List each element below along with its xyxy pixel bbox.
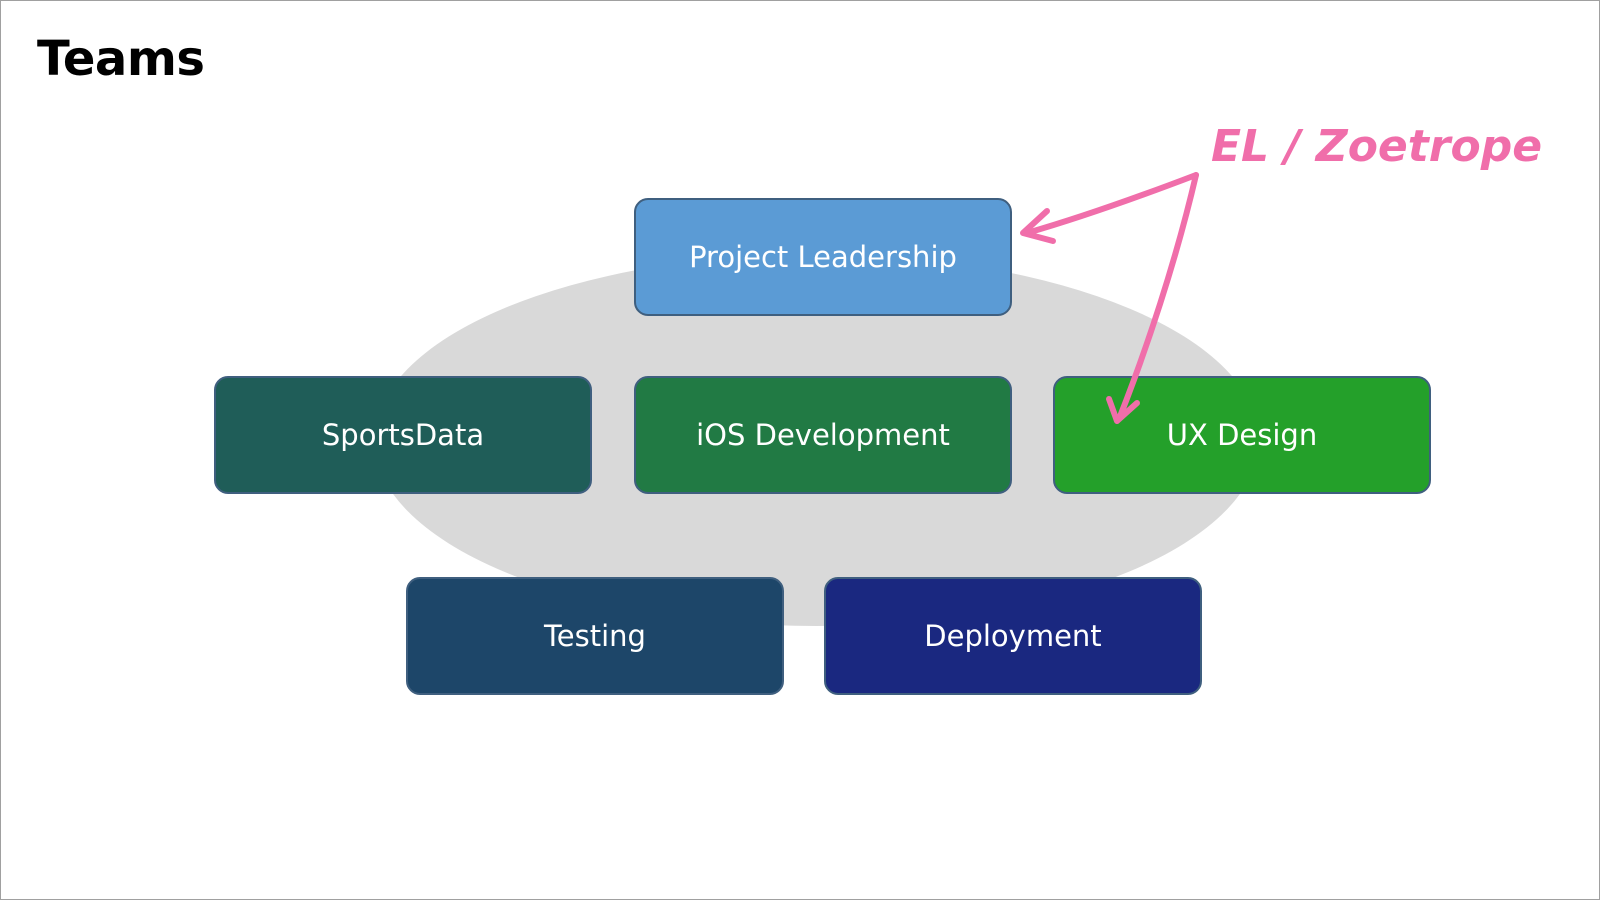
team-box-testing[interactable]: Testing [406, 577, 784, 695]
team-box-sportsdata[interactable]: SportsData [214, 376, 592, 494]
slide-title: Teams [37, 31, 205, 87]
team-box-ios-development[interactable]: iOS Development [634, 376, 1012, 494]
arrow-to-project-leadership [1024, 172, 1199, 236]
annotation-label: EL / Zoetrope [1211, 121, 1543, 172]
team-box-deployment[interactable]: Deployment [824, 577, 1202, 695]
team-box-ux-design[interactable]: UX Design [1053, 376, 1431, 494]
arrowhead-project-leadership [1020, 208, 1056, 244]
team-box-project-leadership[interactable]: Project Leadership [634, 198, 1012, 316]
